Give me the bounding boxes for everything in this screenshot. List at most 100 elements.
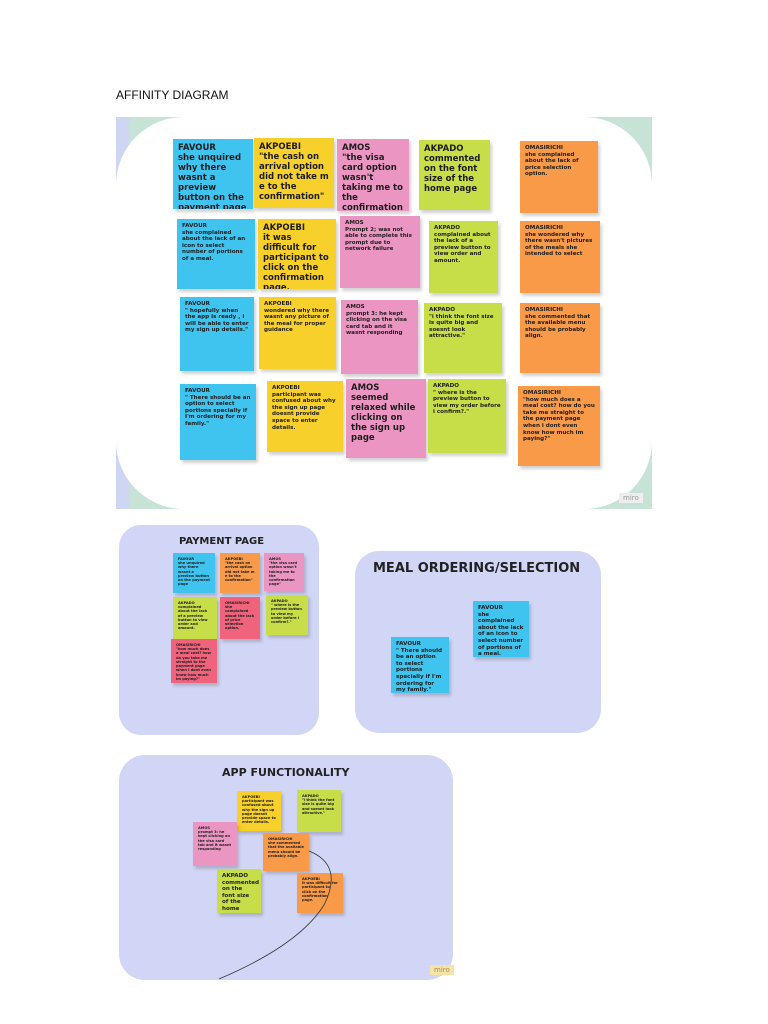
sticky-note[interactable]: OMASIRICHI she wondered why there wasn't… [520,221,600,293]
note-author: FAVOUR [396,641,421,647]
sticky-note[interactable]: AMOS prompt 3: he kept clicking on the v… [193,822,237,866]
note-text: " There should be an option to select po… [185,394,251,427]
sticky-note[interactable]: AMOS "the visa card option wasn't taking… [337,139,409,211]
note-text: wondered why there wasnt any picture of … [264,307,330,334]
note-text: she complained about the lack of an icon… [478,611,524,657]
sticky-note[interactable]: AKPOEBI participant was confused about w… [267,381,343,452]
note-text: participant was confused about why the s… [272,391,336,431]
note-text: prompt 3: he kept clicking on the visa c… [198,830,232,852]
sticky-note[interactable]: OMASIRICHI she commented that the availa… [263,833,309,871]
note-author: FAVOUR [178,557,195,561]
note-author: OMASIRICHI [523,390,562,396]
app-functionality-cluster: APP FUNCTIONALITY AKPOEBI participant wa… [119,755,453,980]
section-title: APP FUNCTIONALITY [222,766,350,779]
sticky-note[interactable]: OMASIRICHI she commented that the availa… [520,303,600,373]
sticky-note[interactable]: OMASIRICHI she complained about the lack… [220,597,260,639]
note-author: AMOS [269,557,282,561]
sticky-note[interactable]: FAVOUR she unquired why there wasnt a pr… [173,553,215,593]
sticky-note[interactable]: AKPOEBI "the cash on arrival option did … [254,138,334,208]
sticky-note[interactable]: AMOS seemed relaxed while clicking on th… [346,379,426,458]
note-author: AMOS [342,143,371,153]
note-author: AKPADO [433,383,459,389]
connector-line [218,850,332,980]
note-text: "the cash on arrival option did not take… [225,561,255,583]
note-text: she complained about the lack of an icon… [182,229,246,262]
note-author: OMASIRICHI [225,601,250,605]
note-author: AMOS [345,220,364,226]
sticky-note[interactable]: OMASIRICHI "how much does a meal cost? h… [171,639,217,683]
note-text: she unquired why there wasnt a preview b… [178,153,247,209]
sticky-note[interactable]: AKPOEBI "the cash on arrival option did … [220,553,260,593]
note-text: " There should be an option to select po… [396,647,443,693]
sticky-note[interactable]: FAVOUR " There should be an option to se… [391,637,449,693]
note-text: commented on the font size of the home p… [424,154,481,195]
note-author: OMASIRICHI [525,225,564,231]
note-author: AKPOEBI [242,795,260,799]
sticky-note[interactable]: OMASIRICHI she complained about the lack… [520,141,598,213]
note-author: FAVOUR [185,388,210,394]
note-text: it was difficult for participant to clic… [263,233,329,289]
sticky-note[interactable]: AKPOEBI wondered why there wasnt any pic… [259,297,336,369]
note-text: prompt 3: he kept clicking on the visa c… [346,310,407,337]
sticky-note[interactable]: AKPOEBI participant was confused about w… [237,791,281,831]
note-author: FAVOUR [185,301,210,307]
note-text: " where is the preview button to view my… [433,389,501,416]
note-text: "the visa card option wasn't taking me t… [269,561,298,587]
sticky-note[interactable]: AMOS prompt 3: he kept clicking on the v… [341,300,418,374]
note-author: AKPOEBI [225,557,243,561]
sticky-note[interactable]: AKPADO "i think the font size is quite b… [297,790,341,832]
note-text: participant was confused about why the s… [242,799,276,825]
note-author: AKPADO [434,225,460,231]
sticky-note[interactable]: AKPADO complained about the lack of a pr… [173,597,217,639]
sticky-note[interactable]: FAVOUR " hopefully when the app is ready… [180,297,254,371]
note-author: OMASIRICHI [525,307,564,313]
sticky-note[interactable]: FAVOUR she complained about the lack of … [177,219,255,289]
note-author: FAVOUR [478,605,503,611]
note-text: "the visa card option wasn't taking me t… [342,153,403,211]
sticky-note[interactable]: AKPOEBI it was difficult for participant… [297,873,343,913]
sticky-note[interactable]: AKPADO "i think the font size is quite b… [424,303,502,373]
note-text: complained about the lack of a preview b… [434,231,491,264]
sticky-note[interactable]: OMASIRICHI "how much does a meal cost? h… [518,386,600,466]
sticky-note[interactable]: AMOS Prompt 2; was not able to complete … [340,216,420,288]
note-author: OMASIRICHI [525,145,564,151]
note-author: AKPADO [302,794,319,798]
note-text: " where is the preview button to view my… [271,603,302,625]
sticky-note[interactable]: FAVOUR she unquired why there wasnt a pr… [173,139,253,209]
note-text: "how much does a meal cost? how do you t… [523,396,595,443]
note-author: FAVOUR [182,223,207,229]
main-affinity-board: FAVOUR she unquired why there wasnt a pr… [116,117,652,509]
note-text: she commented that the available menu sh… [268,841,304,858]
sticky-note[interactable]: FAVOUR " There should be an option to se… [180,384,256,460]
miro-logo: miro [430,965,454,975]
note-text: she complained about the lack of price s… [525,151,579,178]
sticky-note[interactable]: FAVOUR she complained about the lack of … [473,601,529,657]
sticky-note[interactable]: AKPADO commented on the font size of the… [217,869,261,913]
note-text: seemed relaxed while clicking on the sig… [351,393,416,444]
sticky-note[interactable]: AKPADO complained about the lack of a pr… [429,221,498,293]
note-text: "the cash on arrival option did not take… [259,152,329,203]
note-text: commented on the font size of the home p… [222,879,260,913]
note-text: she unquired why there wasnt a preview b… [178,561,210,587]
note-text: it was difficult for participant to clic… [302,881,338,903]
note-author: OMASIRICHI [176,643,201,647]
sticky-note[interactable]: AKPADO commented on the font size of the… [419,140,490,210]
payment-page-cluster: PAYMENT PAGE FAVOUR she unquired why the… [119,525,319,735]
note-text: she commented that the available menu sh… [525,313,591,340]
sticky-note[interactable]: AMOS "the visa card option wasn't taking… [264,553,304,591]
note-author: AKPOEBI [272,385,300,391]
sticky-note[interactable]: AKPADO " where is the preview button to … [428,379,506,453]
note-author: AKPADO [222,873,248,879]
meal-ordering-cluster: MEAL ORDERING/SELECTION FAVOUR she compl… [355,551,601,733]
section-title: PAYMENT PAGE [179,536,265,547]
note-author: FAVOUR [178,143,216,153]
note-text: "i think the font size is quite big and … [302,798,335,815]
note-author: AKPOEBI [259,142,302,152]
section-title: MEAL ORDERING/SELECTION [373,561,581,576]
sticky-note[interactable]: AKPADO " where is the preview button to … [266,595,308,635]
note-author: AKPOEBI [263,223,306,233]
note-author: AMOS [346,304,365,310]
note-author: AMOS [198,826,211,830]
note-author: AKPADO [271,599,288,603]
sticky-note[interactable]: AKPOEBI it was difficult for participant… [258,219,336,289]
